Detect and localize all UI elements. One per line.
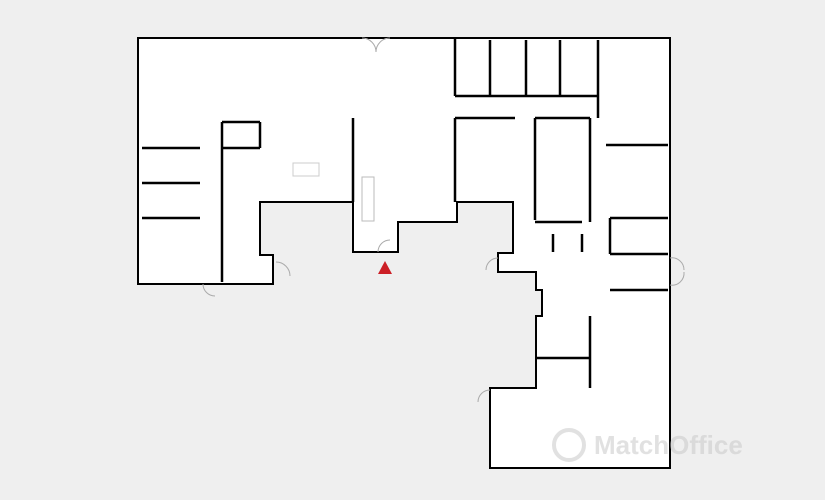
floor-area [137,37,671,469]
watermark-text: MatchOffice [594,429,743,460]
interior-walls [142,38,668,388]
table [292,162,320,177]
staircase [361,176,375,222]
watermark-logo-icon [552,428,586,462]
entrance-triangle-icon [378,261,392,274]
doors[interactable] [202,37,685,403]
watermark: MatchOffice [552,428,743,462]
